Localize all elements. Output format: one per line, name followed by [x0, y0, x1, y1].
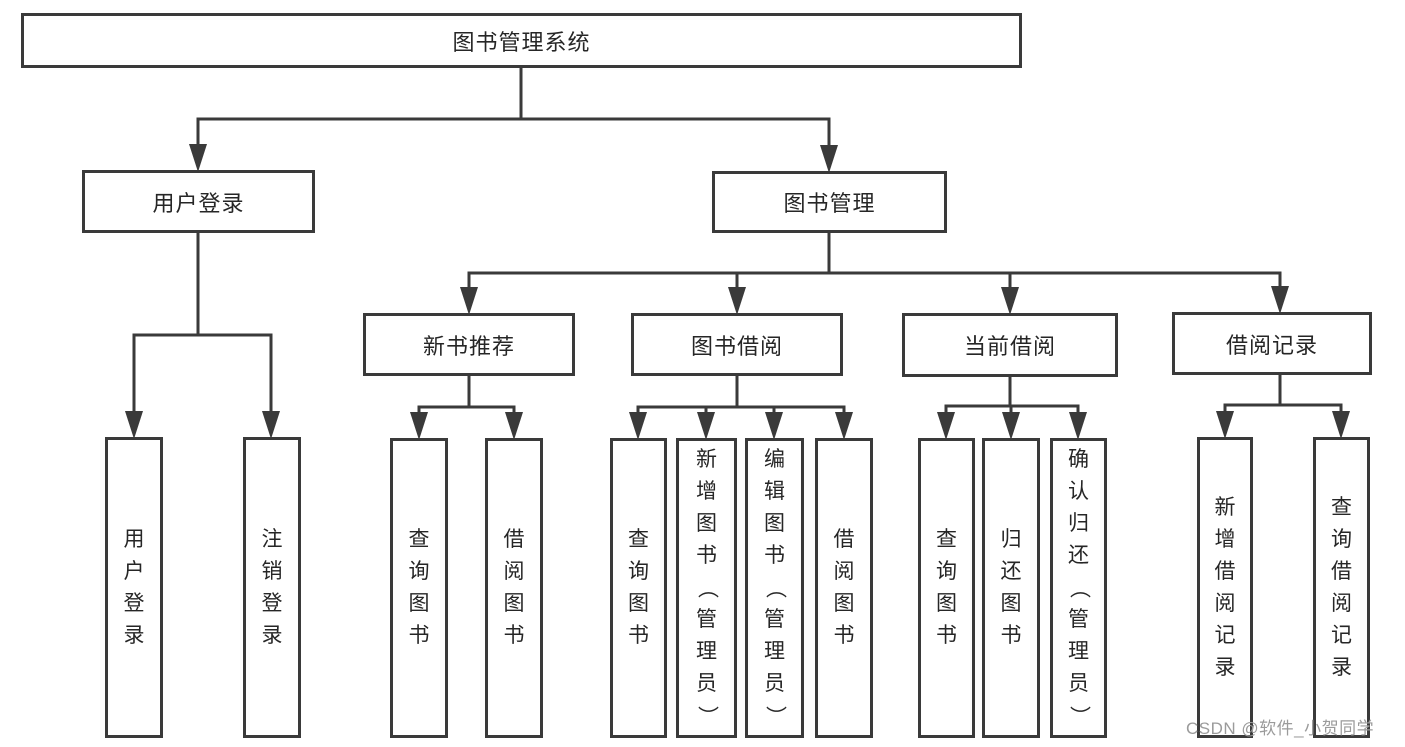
node-label: 查询图书 [936, 528, 957, 647]
leaf-borrow-borrow-books: 借阅图书 [815, 438, 873, 738]
node-label: 新增借阅记录 [1214, 495, 1236, 679]
node-label: 图书管理 [783, 191, 876, 216]
node-book-borrow: 图书借阅 [631, 313, 843, 376]
node-label: 图书借阅 [690, 333, 783, 359]
leaf-records-query-record: 查询借阅记录 [1313, 437, 1370, 738]
node-label: 编辑图书（管理员） [763, 448, 787, 727]
leaf-current-return-books: 归还图书 [982, 438, 1040, 738]
leaf-user-login: 用户登录 [105, 437, 163, 738]
node-label: 借阅图书 [833, 528, 855, 647]
node-book-management: 图书管理 [712, 171, 947, 233]
csdn-watermark: CSDN @软件_小贺同学 [1186, 719, 1375, 738]
node-label: 借阅图书 [503, 528, 525, 647]
leaf-current-confirm-return-admin: 确认归还（管理员） [1050, 438, 1107, 738]
node-label: 新书推荐 [422, 333, 515, 359]
node-book-management-system: 图书管理系统 [21, 13, 1022, 68]
node-current-borrow: 当前借阅 [902, 313, 1118, 377]
node-label: 用户登录 [123, 527, 145, 647]
node-label: 借阅记录 [1225, 332, 1318, 358]
node-label: 确认归还（管理员） [1067, 448, 1091, 727]
node-label: 当前借阅 [963, 334, 1056, 359]
leaf-logout: 注销登录 [243, 437, 301, 738]
node-user-login: 用户登录 [82, 170, 315, 233]
arrowheads [125, 144, 1350, 440]
node-borrow-records: 借阅记录 [1172, 312, 1372, 375]
node-label: 用户登录 [152, 190, 245, 216]
leaf-recommend-borrow-books: 借阅图书 [485, 438, 543, 738]
node-label: 查询图书 [408, 528, 430, 647]
leaf-recommend-query-books: 查询图书 [390, 438, 448, 738]
node-label: 归还图书 [1000, 528, 1022, 647]
node-label: 新增图书（管理员） [695, 448, 719, 727]
node-label: 查询图书 [628, 528, 649, 647]
leaf-borrow-edit-books-admin: 编辑图书（管理员） [745, 438, 804, 738]
node-label: 注销登录 [261, 527, 283, 647]
leaf-borrow-add-books-admin: 新增图书（管理员） [676, 438, 737, 738]
node-label: 图书管理系统 [452, 29, 591, 55]
leaf-borrow-query-books: 查询图书 [610, 438, 667, 738]
node-new-book-recommend: 新书推荐 [363, 313, 575, 376]
leaf-records-add-record: 新增借阅记录 [1197, 437, 1253, 738]
node-label: 查询借阅记录 [1331, 495, 1352, 679]
leaf-current-query-books: 查询图书 [918, 438, 975, 738]
